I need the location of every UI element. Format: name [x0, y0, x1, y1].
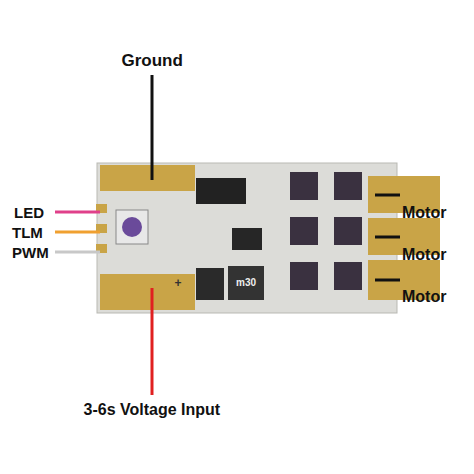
mosfet — [290, 172, 318, 200]
part-label: 3-6s Voltage Input — [84, 402, 221, 418]
polarity-mark: + — [175, 277, 182, 289]
pwm-wire — [55, 251, 100, 254]
pcb-board — [97, 163, 397, 313]
ground-pad — [100, 165, 195, 191]
led-wire — [55, 211, 100, 214]
part-label: Motor — [402, 205, 446, 221]
capacitor — [196, 268, 224, 300]
mcu-chip — [232, 228, 262, 250]
tlm-wire — [55, 231, 100, 234]
part-label: Motor — [402, 247, 446, 263]
motor-leader — [375, 279, 400, 282]
part-label: Motor — [402, 289, 446, 305]
mosfet — [334, 172, 362, 200]
pin-label: TLM — [12, 225, 43, 240]
component-marking: m30 — [236, 278, 256, 288]
regulator-chip — [196, 178, 246, 204]
mosfet — [334, 262, 362, 290]
mosfet — [334, 217, 362, 245]
inductor — [228, 266, 264, 300]
mosfet — [290, 217, 318, 245]
part-label: Ground — [122, 52, 183, 69]
pin-label: PWM — [12, 245, 49, 260]
power-pad — [100, 274, 195, 310]
mosfet — [290, 262, 318, 290]
pin-label: LED — [14, 205, 44, 220]
rgb-led — [116, 210, 148, 244]
ground-leader — [151, 75, 154, 180]
motor-leader — [375, 236, 400, 239]
rgb-led-lens — [122, 217, 142, 237]
power-leader — [151, 288, 154, 395]
motor-leader — [375, 194, 400, 197]
